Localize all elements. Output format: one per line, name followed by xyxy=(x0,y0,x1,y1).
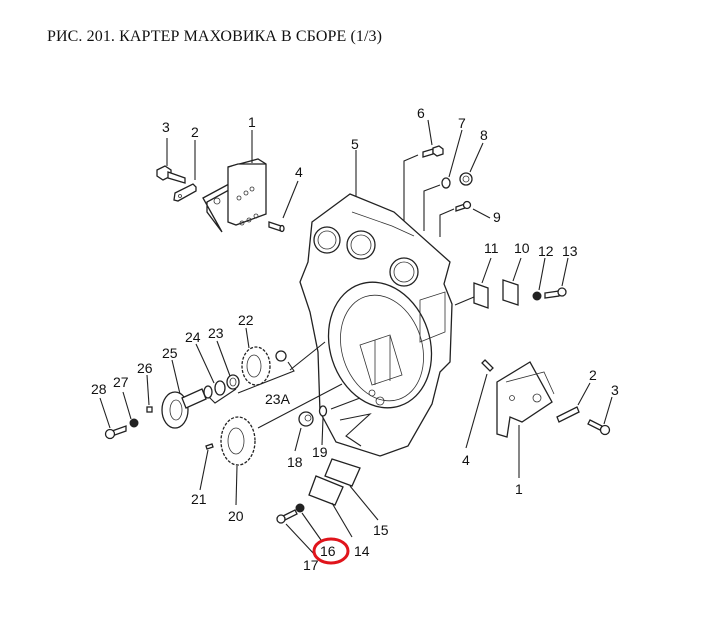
idler-gear-assembly: 22 23 24 25 26 27 28 23A xyxy=(91,312,326,440)
part-4-pin-right[interactable] xyxy=(481,359,494,372)
upper-right-fasteners: 6 7 8 9 xyxy=(403,105,501,237)
bracket-assembly-left: 3 2 1 4 xyxy=(156,114,303,233)
part-25-shaft[interactable] xyxy=(161,388,207,429)
part-28-bolt[interactable] xyxy=(104,425,127,440)
part-7-seal-ring[interactable] xyxy=(441,177,451,189)
callout-19: 19 xyxy=(312,444,328,460)
callout-23: 23 xyxy=(208,325,224,341)
drain-plug-group: 18 19 xyxy=(287,397,361,470)
callout-21: 21 xyxy=(191,491,207,507)
part-23a-nut[interactable] xyxy=(275,350,287,362)
part-19-o-ring[interactable] xyxy=(318,405,328,417)
part-10-cover[interactable] xyxy=(502,279,519,306)
part-24-ring[interactable] xyxy=(214,380,226,396)
callout-28: 28 xyxy=(91,381,107,397)
part-23-bearing[interactable] xyxy=(226,374,240,390)
cover-plates-right: 11 10 12 13 xyxy=(454,240,578,309)
callout-26: 26 xyxy=(137,360,153,376)
highlight-circle-16 xyxy=(312,537,350,565)
callout-6: 6 xyxy=(417,105,425,121)
part-8-plug[interactable] xyxy=(459,172,473,186)
callout-27: 27 xyxy=(113,374,129,390)
inspection-cover-group: 15 14 16 17 xyxy=(276,413,389,573)
part-27-washer[interactable] xyxy=(129,418,139,428)
callout-4-right: 4 xyxy=(462,452,470,468)
callout-4-top: 4 xyxy=(295,164,303,180)
callout-25: 25 xyxy=(162,345,178,361)
part-16-washer[interactable] xyxy=(295,503,305,513)
part-2-lock-plate[interactable] xyxy=(173,183,197,202)
part-5-flywheel-housing[interactable]: 5 xyxy=(299,136,453,457)
part-1-bracket[interactable] xyxy=(202,158,267,233)
callout-11: 11 xyxy=(484,240,499,256)
part-18-plug[interactable] xyxy=(298,411,314,427)
callout-16[interactable]: 16 xyxy=(320,543,336,559)
callout-9: 9 xyxy=(493,209,501,225)
part-17-bolt[interactable] xyxy=(276,509,298,524)
callout-18: 18 xyxy=(287,454,303,470)
part-22-gear[interactable] xyxy=(241,346,271,386)
callout-24: 24 xyxy=(185,329,201,345)
callout-23a: 23A xyxy=(265,391,291,407)
figure-title: РИС. 201. КАРТЕР МАХОВИКА В СБОРЕ (1/3) xyxy=(47,28,383,45)
callout-2-top: 2 xyxy=(191,124,199,140)
callout-14: 14 xyxy=(354,543,370,559)
bracket-assembly-right: 4 1 2 3 xyxy=(462,359,619,497)
part-12-washer[interactable] xyxy=(532,291,542,301)
callout-12: 12 xyxy=(538,243,554,259)
callout-10: 10 xyxy=(514,240,530,256)
part-15-gasket[interactable] xyxy=(324,458,361,487)
part-13-bolt[interactable] xyxy=(544,287,567,299)
callout-20: 20 xyxy=(228,508,244,524)
part-3-bolt-right[interactable] xyxy=(587,419,611,436)
part-26-pin[interactable] xyxy=(146,406,153,413)
callout-17: 17 xyxy=(303,557,319,573)
part-6-bolt[interactable] xyxy=(422,145,444,158)
part-4-pin[interactable] xyxy=(268,221,285,233)
callout-13: 13 xyxy=(562,243,578,259)
part-2-lock-plate-right[interactable] xyxy=(556,406,580,423)
part-1-bracket-right[interactable] xyxy=(496,361,555,438)
callout-15: 15 xyxy=(373,522,389,538)
callout-3-right: 3 xyxy=(611,382,619,398)
callout-1-right: 1 xyxy=(515,481,523,497)
part-3-bolt[interactable] xyxy=(156,165,186,184)
part-9-bolt[interactable] xyxy=(455,200,472,212)
callout-1-top: 1 xyxy=(248,114,256,130)
callout-5: 5 xyxy=(351,136,359,152)
part-11-gasket[interactable] xyxy=(473,282,489,309)
callout-22: 22 xyxy=(238,312,254,328)
part-20-gear[interactable] xyxy=(220,416,256,466)
lower-gear-assembly: 20 21 xyxy=(191,383,343,524)
callout-7: 7 xyxy=(458,115,466,131)
part-14-cover[interactable] xyxy=(308,475,344,506)
callout-8: 8 xyxy=(480,127,488,143)
callout-2-right: 2 xyxy=(589,367,597,383)
part-21-pin[interactable] xyxy=(205,443,214,450)
callout-3-top: 3 xyxy=(162,119,170,135)
